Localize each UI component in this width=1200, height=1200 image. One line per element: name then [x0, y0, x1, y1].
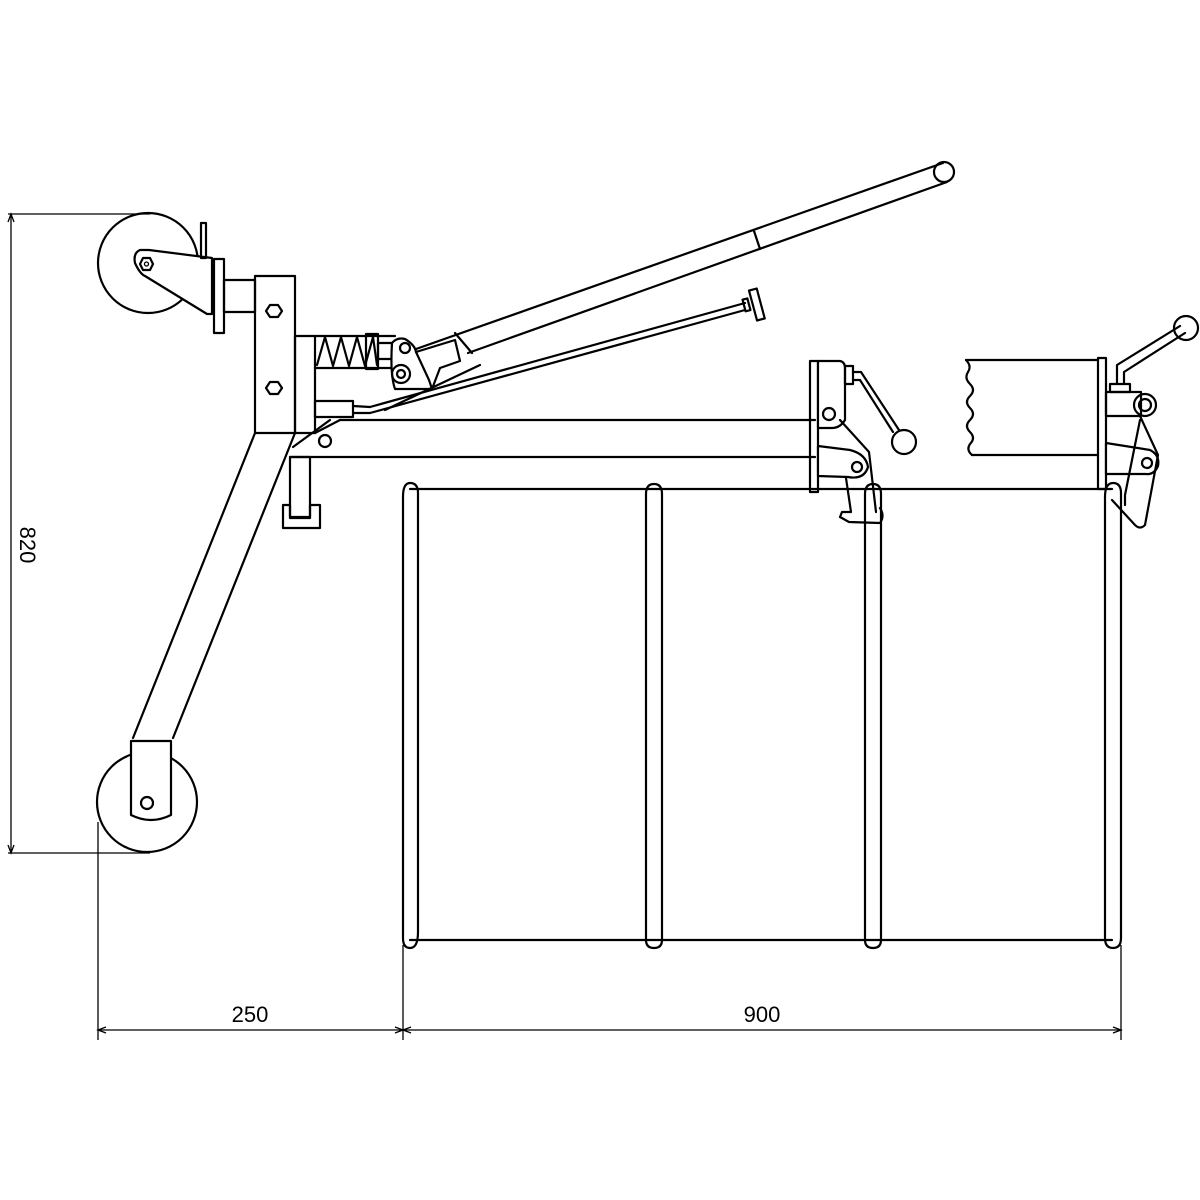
- spring-assembly: [313, 332, 434, 419]
- break-line-icon: [964, 358, 975, 457]
- dimension-label-height: 820: [15, 527, 40, 564]
- clamp-knob-icon: [890, 428, 918, 456]
- dimension-label-overhang: 250: [232, 1002, 269, 1027]
- dimension-820: 820: [7, 212, 150, 855]
- drum-section-broken: [964, 358, 1100, 457]
- mast: [131, 274, 817, 740]
- bolt-icon: [264, 380, 284, 396]
- spring-icon: [315, 335, 379, 368]
- rear-clamp[interactable]: [1096, 314, 1200, 529]
- front-clamp[interactable]: [808, 359, 918, 525]
- dimension-label-length: 900: [744, 1002, 781, 1027]
- bolt-icon: [264, 303, 284, 319]
- release-rod[interactable]: [368, 287, 766, 415]
- lower-wheel: [95, 739, 199, 854]
- dimension-900: 900: [401, 945, 1123, 1040]
- handle-grip-icon: [932, 160, 956, 184]
- nut-icon: [138, 256, 155, 272]
- clamp-knob-icon: [1172, 314, 1200, 342]
- dimension-250: 250: [96, 822, 405, 1040]
- upper-castor-wheel: [96, 211, 257, 335]
- support-foot: [281, 455, 322, 530]
- drum-frame: [401, 481, 1123, 950]
- lever-handle[interactable]: [414, 160, 956, 391]
